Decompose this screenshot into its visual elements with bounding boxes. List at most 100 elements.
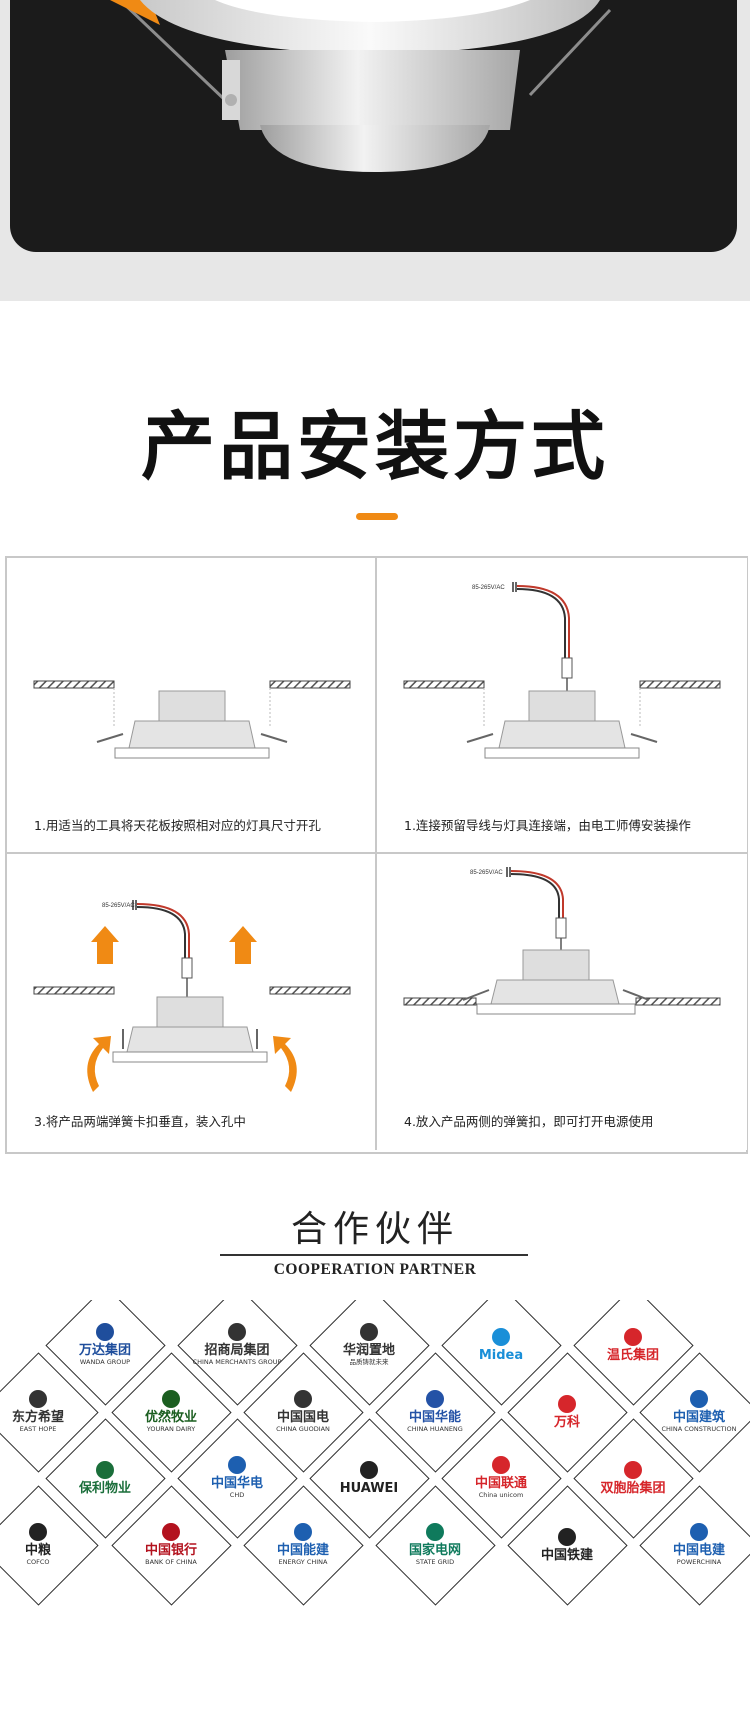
brand-mark-icon <box>690 1390 708 1408</box>
brand-mark-icon <box>360 1460 378 1479</box>
title-accent-bar <box>356 513 398 520</box>
partner-subname: China unicom <box>478 1491 524 1499</box>
step-1-diagram <box>33 680 351 759</box>
brand-mark-icon <box>96 1323 114 1341</box>
partner-subname: CHD <box>229 1491 245 1499</box>
partner-logo: 温氏集团 <box>572 1300 694 1406</box>
step-3-caption: 3.将产品两端弹簧卡扣垂直，装入孔中 <box>34 1114 246 1129</box>
partner-logo: 万科 <box>506 1351 628 1473</box>
partner-subname: CHINA CONSTRUCTION <box>661 1425 737 1433</box>
partner-name: Midea <box>478 1347 524 1363</box>
partner-name: 华润置地 <box>342 1343 395 1358</box>
partner-name: 东方希望 <box>11 1410 64 1425</box>
brand-mark-icon <box>690 1523 708 1541</box>
partner-logo: Midea <box>440 1300 562 1406</box>
step-2-diagram: 85-265V/AC <box>403 582 721 759</box>
brand-mark-icon <box>228 1456 246 1474</box>
brand-mark-icon <box>624 1460 642 1479</box>
partner-subname: CHINA GUODIAN <box>276 1425 330 1433</box>
step-4-caption: 4.放入产品两侧的弹簧扣，即可打开电源使用 <box>404 1114 654 1129</box>
brand-mark-icon <box>162 1523 180 1541</box>
partner-logo: 中国铁建 <box>506 1484 628 1606</box>
step-2-caption: 1.连接预留导线与灯具连接端，由电工师傅安装操作 <box>404 818 691 833</box>
voltage-label: 85-265V/AC <box>102 903 135 909</box>
brand-mark-icon <box>558 1394 576 1413</box>
partner-name: 中国建筑 <box>672 1410 725 1425</box>
partner-name: 温氏集团 <box>606 1347 659 1363</box>
partner-name: 中粮 <box>24 1543 51 1558</box>
partners-divider <box>220 1254 528 1256</box>
partner-name: 招商局集团 <box>204 1343 270 1358</box>
voltage-label: 85-265V/AC <box>470 870 503 876</box>
brand-mark-icon <box>624 1327 642 1346</box>
partner-name: 中国联通 <box>474 1476 527 1491</box>
brand-mark-icon <box>228 1323 246 1341</box>
curved-arrow-icon <box>87 1036 111 1092</box>
partner-logo: 华润置地品质铸就未来 <box>308 1300 430 1406</box>
step-4-cell: 85-265V/AC 4.放入产品两侧的弹簧扣，即可打开电源使用 <box>377 854 747 1150</box>
partner-name: 中国国电 <box>276 1410 329 1425</box>
hero-section <box>0 0 750 301</box>
brand-mark-icon <box>360 1323 378 1341</box>
partner-logo: 保利物业 <box>44 1417 166 1539</box>
brand-mark-icon <box>492 1456 510 1474</box>
partner-name: 中国铁建 <box>540 1547 593 1563</box>
partners-title: 合作伙伴 <box>290 1209 459 1250</box>
brand-mark-icon <box>426 1390 444 1408</box>
partner-name: 中国能建 <box>276 1543 329 1558</box>
section-title: 产品安装方式 <box>141 404 609 490</box>
partner-subname: POWERCHINA <box>676 1558 722 1566</box>
partners-subtitle: COOPERATION PARTNER <box>273 1261 477 1278</box>
partner-logo: HUAWEI <box>308 1417 430 1539</box>
step-3-cell: 85-265V/AC 3.将产品两端弹簧卡扣垂直，装入孔中 <box>7 854 377 1150</box>
brand-mark-icon <box>492 1327 510 1346</box>
partner-subname: CHINA HUANENG <box>407 1425 463 1433</box>
partner-subname: ENERGY CHINA <box>278 1558 328 1566</box>
partner-name: 双胞胎集团 <box>600 1480 666 1496</box>
partner-name: 国家电网 <box>408 1543 461 1558</box>
partner-subname: BANK OF CHINA <box>145 1558 197 1566</box>
partner-subname: YOURAN DAIRY <box>146 1425 196 1433</box>
partner-name: 中国华能 <box>408 1410 461 1425</box>
up-arrow-icon <box>229 926 257 964</box>
partner-name: HUAWEI <box>339 1480 399 1496</box>
partner-subname: WANDA GROUP <box>79 1358 131 1366</box>
step-3-diagram: 85-265V/AC <box>33 900 351 1092</box>
partner-name: 万科 <box>553 1414 580 1430</box>
step-2-cell: 85-265V/AC 1.连接预留导线与灯具连接端，由电工师傅安装操作 <box>377 558 747 854</box>
partner-subname: 品质铸就未来 <box>349 1358 389 1366</box>
partner-subname: EAST HOPE <box>19 1425 57 1433</box>
step-1-caption: 1.用适当的工具将天花板按照相对应的灯具尺寸开孔 <box>34 818 321 833</box>
partner-subname: STATE GRID <box>415 1558 455 1566</box>
brand-mark-icon <box>29 1523 47 1541</box>
brand-mark-icon <box>294 1523 312 1541</box>
partner-subname: CHINA MERCHANTS GROUP <box>192 1358 282 1366</box>
partner-name: 万达集团 <box>78 1343 131 1358</box>
brand-mark-icon <box>294 1390 312 1408</box>
brand-mark-icon <box>162 1390 180 1408</box>
partner-name: 保利物业 <box>78 1480 131 1496</box>
brand-mark-icon <box>558 1527 576 1546</box>
partner-subname: COFCO <box>26 1558 50 1566</box>
step-4-diagram: 85-265V/AC <box>403 867 721 1015</box>
brand-mark-icon <box>29 1390 47 1408</box>
up-arrow-icon <box>91 926 119 964</box>
partner-name: 中国银行 <box>144 1543 197 1558</box>
brand-mark-icon <box>96 1460 114 1479</box>
hero-product-photo <box>10 0 737 252</box>
